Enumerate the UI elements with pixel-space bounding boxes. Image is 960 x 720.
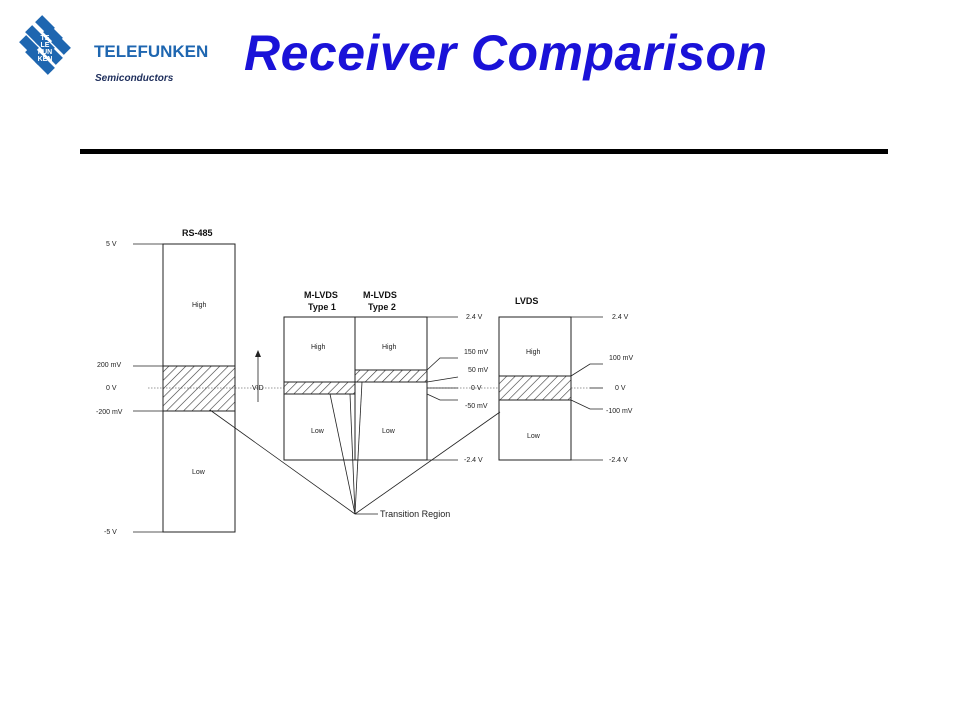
mlvds-type1-high-label: High [311,344,326,351]
logo-subtitle: Semiconductors [95,73,174,84]
svg-text:LE: LE [41,42,50,49]
logo-wordmark: TELEFUNKEN [94,42,209,61]
rs485-low-label: Low [192,469,206,476]
lvds-group: LVDS High Low 2.4 V 100 mV 0 V -100 mV -… [498,296,633,464]
lvds-high-label: High [526,349,541,356]
rs485-level-minus-200mv: -200 mV [96,409,123,416]
rs485-level-minus-5v: -5 V [104,529,117,536]
mlvds-type1-title: M-LVDS [304,290,338,300]
mlvds-type2-title: M-LVDS [363,290,397,300]
lvds-level-minus-100mv: -100 mV [606,408,633,415]
lvds-title: LVDS [515,296,538,306]
rs485-transition-region [162,365,236,412]
mlvds-level-2-4v: 2.4 V [466,314,483,321]
rs485-group: RS-485 High Low 5 V 200 mV 0 V -200 mV -… [96,228,264,536]
mlvds-type1-low-label: Low [311,428,325,435]
mlvds-type1-transition-region [283,381,356,395]
mlvds-type1-subtitle: Type 1 [308,302,336,312]
lvds-low-label: Low [527,433,541,440]
telefunken-emblem-icon: TE LE FUN KEN [19,15,71,75]
svg-text:FUN: FUN [38,49,52,56]
telefunken-logo: TE LE FUN KEN TELEFUNKEN Semiconductors [14,14,208,84]
lvds-transition-region [498,375,572,401]
transition-callout-lines [209,381,501,515]
mlvds-type2-transition-region [354,369,428,383]
mlvds-type2-high-label: High [382,344,397,351]
mlvds-level-0v: 0 V [471,385,482,392]
lvds-level-2-4v: 2.4 V [612,314,629,321]
mlvds-type2-subtitle: Type 2 [368,302,396,312]
lvds-level-100mv: 100 mV [609,355,633,362]
mlvds-level-150mv: 150 mV [464,349,488,356]
rs485-title: RS-485 [182,228,213,238]
lvds-level-0v: 0 V [615,385,626,392]
svg-text:KEN: KEN [38,56,53,63]
vid-arrowhead-icon [255,350,261,357]
mlvds-type2-bar [354,316,428,461]
rs485-level-200mv: 200 mV [97,362,121,369]
title-underline [80,149,888,154]
lvds-level-minus-2-4v: -2.4 V [609,457,628,464]
mlvds-level-minus-2-4v: -2.4 V [464,457,483,464]
mlvds-type2-low-label: Low [382,428,396,435]
vid-label: VID [252,385,264,392]
mlvds-level-50mv: 50 mV [468,367,489,374]
mlvds-level-minus-50mv: -50 mV [465,403,488,410]
transition-region-label: Transition Region [380,509,450,519]
page-title: Receiver Comparison [244,25,768,81]
svg-text:TE: TE [41,35,50,42]
rs485-high-label: High [192,302,207,309]
rs485-level-5v: 5 V [106,241,117,248]
rs485-level-0v: 0 V [106,385,117,392]
mlvds-group: M-LVDS Type 1 M-LVDS Type 2 High High Lo… [283,290,489,464]
